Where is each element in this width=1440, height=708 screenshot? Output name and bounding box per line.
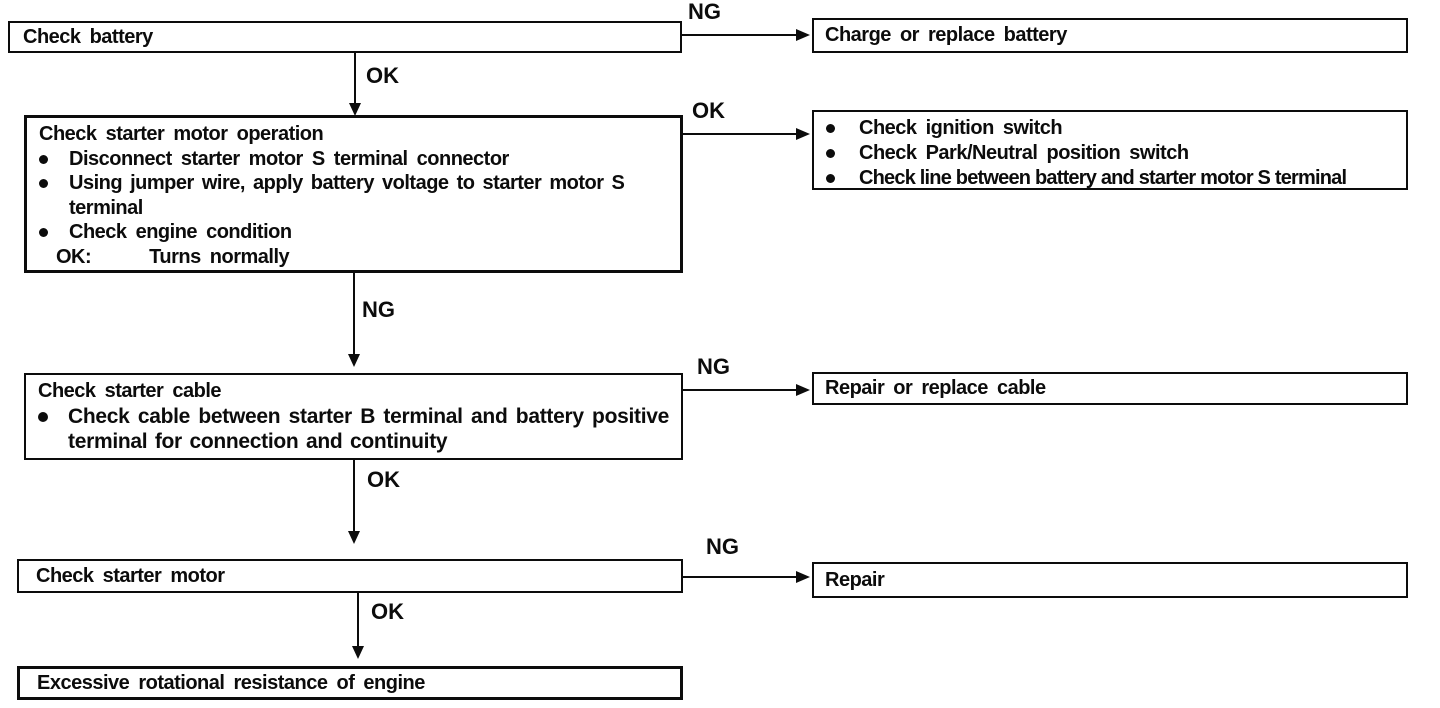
edge-cable-ok-line xyxy=(353,460,355,532)
bullet-line: Check line between battery and starter m… xyxy=(826,166,1396,191)
arrow-right-icon xyxy=(796,128,810,140)
result-line: OK: Turns normally xyxy=(39,245,668,270)
arrow-down-icon xyxy=(348,354,360,367)
edge-motor-ng-line xyxy=(683,576,796,578)
edge-motor-ok-line xyxy=(357,593,359,647)
node-check-starter-motor-operation: Check starter motor operation Disconnect… xyxy=(24,115,683,273)
node-charge-or-replace-battery: Charge or replace battery xyxy=(812,18,1408,53)
bullet-icon xyxy=(826,149,835,158)
node-title: Check starter motor xyxy=(36,564,225,587)
arrow-right-icon xyxy=(796,384,810,396)
node-check-battery: Check battery xyxy=(8,21,682,53)
bullet-icon xyxy=(826,174,835,183)
edge-label-battery-ok: OK xyxy=(366,63,399,88)
edge-label-motor-ng: NG xyxy=(706,534,739,559)
edge-cable-ng-line xyxy=(683,389,796,391)
bullet-line: Check cable between starter B terminal a… xyxy=(38,404,669,455)
node-title: Excessive rotational resistance of engin… xyxy=(37,671,425,694)
arrow-down-icon xyxy=(352,646,364,659)
edge-battery-ng-line xyxy=(682,34,796,36)
node-repair-or-replace-cable: Repair or replace cable xyxy=(812,372,1408,405)
edge-operation-ng-line xyxy=(353,273,355,355)
node-excessive-rotational-resistance: Excessive rotational resistance of engin… xyxy=(17,666,683,700)
bullet-icon xyxy=(39,179,48,188)
node-title: Repair xyxy=(825,568,885,591)
arrow-down-icon xyxy=(348,531,360,544)
bullet-icon xyxy=(39,228,48,237)
node-title: Repair or replace cable xyxy=(825,377,1046,399)
arrow-down-icon xyxy=(349,103,361,116)
edge-label-motor-ok: OK xyxy=(371,599,404,624)
bullet-line: Check Park/Neutral position switch xyxy=(826,141,1396,166)
node-title: Check starter cable xyxy=(38,380,222,402)
bullet-line: Check engine condition xyxy=(39,220,668,245)
bullet-icon xyxy=(38,411,48,422)
node-check-starter-cable: Check starter cable Check cable between … xyxy=(24,373,683,460)
node-title: Check starter motor operation xyxy=(39,123,324,145)
edge-label-operation-ng: NG xyxy=(362,297,395,322)
edge-label-operation-ok: OK xyxy=(692,98,725,123)
edge-battery-ok-line xyxy=(354,53,356,104)
bullet-line: Disconnect starter motor S terminal conn… xyxy=(39,147,668,172)
bullet-icon xyxy=(39,154,48,164)
node-repair: Repair xyxy=(812,562,1408,598)
bullet-line: Using jumper wire, apply battery voltage… xyxy=(39,171,668,220)
result-label: OK: xyxy=(56,245,92,268)
node-switch-checks: Check ignition switch Check Park/Neutral… xyxy=(812,110,1408,190)
bullet-icon xyxy=(826,124,835,133)
node-title: Check battery xyxy=(23,25,153,48)
node-title: Charge or replace battery xyxy=(825,24,1067,46)
arrow-right-icon xyxy=(796,29,810,41)
node-check-starter-motor: Check starter motor xyxy=(17,559,683,593)
arrow-right-icon xyxy=(796,571,810,583)
result-text: Turns normally xyxy=(149,245,290,268)
edge-label-cable-ng: NG xyxy=(697,354,730,379)
edge-label-cable-ok: OK xyxy=(367,467,400,492)
bullet-line: Check ignition switch xyxy=(826,116,1396,141)
edge-label-battery-ng: NG xyxy=(688,0,721,24)
edge-operation-ok-line xyxy=(683,133,796,135)
